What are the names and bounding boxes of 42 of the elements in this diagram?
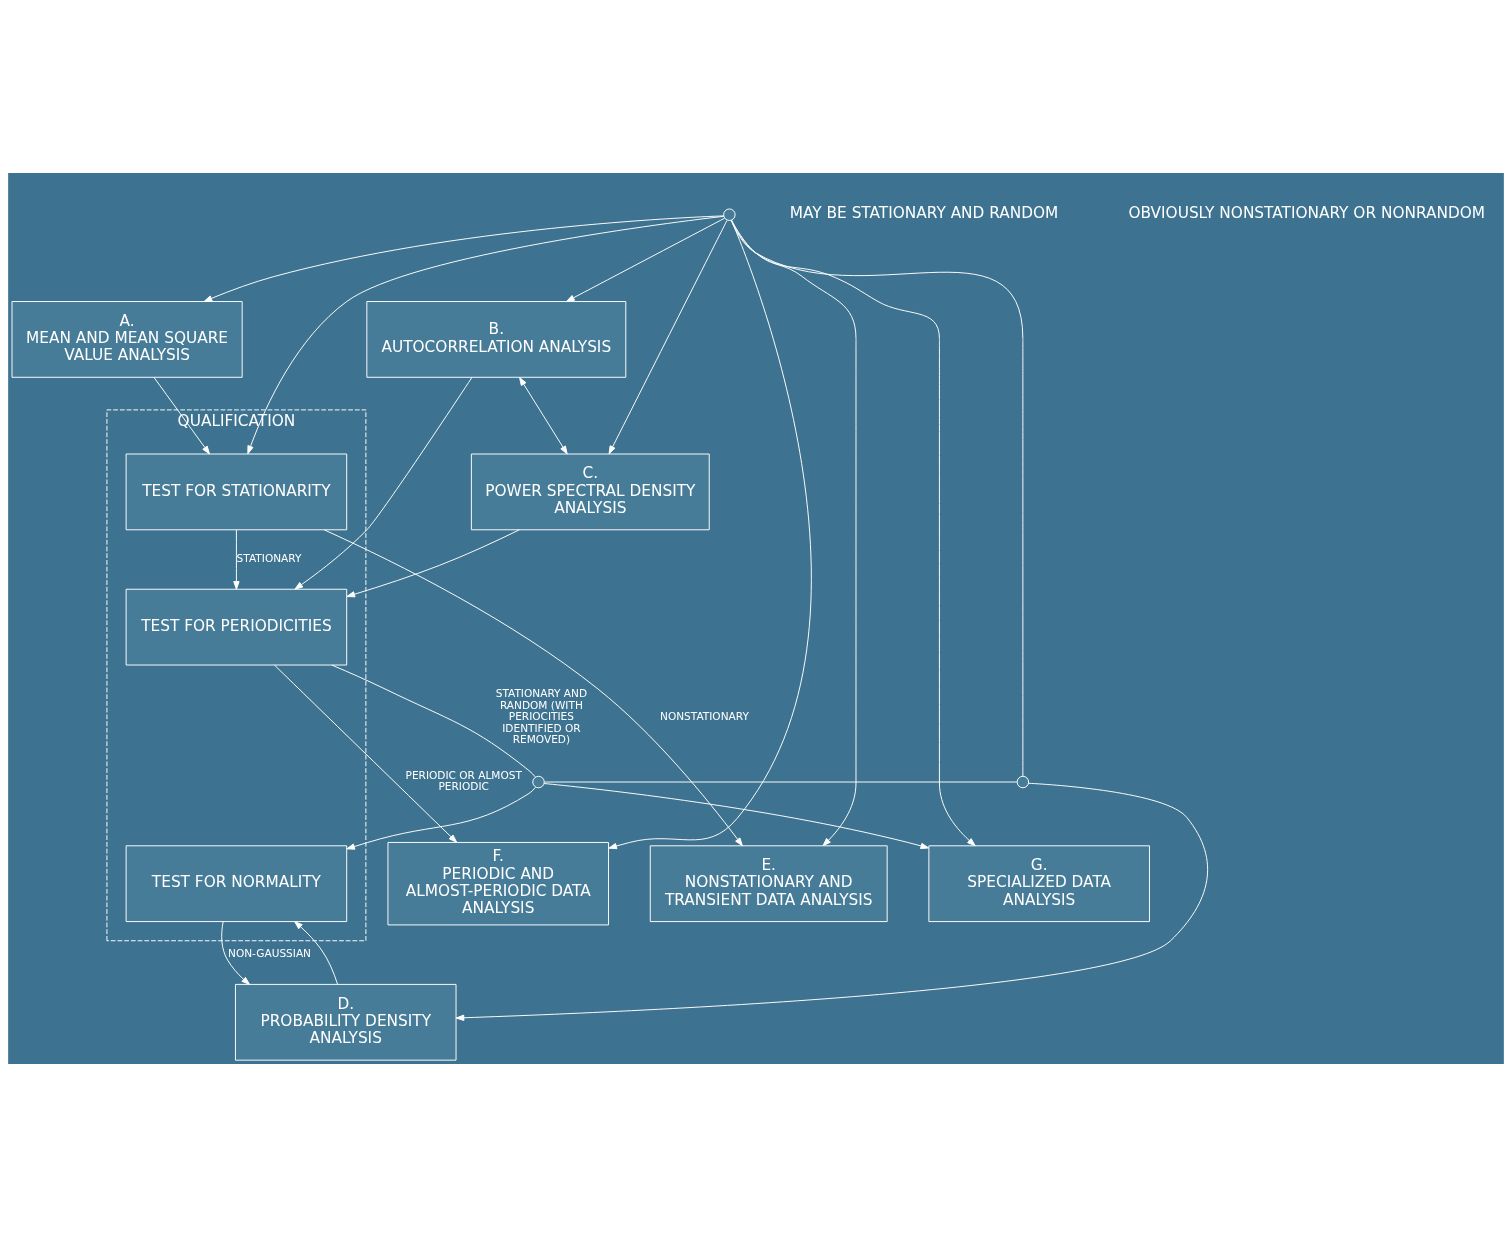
node-box: G. SPECIALIZED DATA ANALYSIS <box>928 845 1150 923</box>
node-circle <box>723 208 736 221</box>
edge-label: NONSTATIONARY <box>660 710 749 723</box>
node-box: E. NONSTATIONARY AND TRANSIENT DATA ANALYSIS <box>649 845 888 923</box>
node-box: TEST FOR PERIODICITIES <box>125 588 348 666</box>
node-box: D. PROBABILITY DENSITY ANALYSIS <box>234 983 457 1061</box>
node-circle <box>532 775 545 789</box>
connector <box>331 664 536 778</box>
arrow <box>294 921 339 985</box>
node-circle <box>1016 775 1030 789</box>
arrow <box>221 921 250 985</box>
arrow <box>608 220 728 455</box>
node-box: A. MEAN AND MEAN SQUARE VALUE ANALYSIS <box>11 301 243 378</box>
node-box: C. POWER SPECTRAL DENSITY ANALYSIS <box>470 453 710 531</box>
arrow <box>346 786 536 850</box>
edge-label: NON-GAUSSIAN <box>228 947 311 960</box>
node-box: F. PERIODIC AND ALMOST-PERIODIC DATA ANALYSIS <box>387 841 609 926</box>
arrow <box>608 219 812 850</box>
connector <box>730 219 1024 777</box>
edge-label: STATIONARY AND RANDOM (WITH PERIOCITIES IDENTIFIED OR REMOVED) <box>495 687 588 746</box>
connector <box>544 781 1018 783</box>
node-box: TEST FOR STATIONARITY <box>125 453 348 531</box>
arrow <box>543 783 930 850</box>
arrow <box>731 219 857 847</box>
arrow <box>346 529 520 598</box>
arrow <box>153 377 210 455</box>
arrow <box>274 664 458 843</box>
arrow <box>566 217 725 302</box>
edge-label: PERIODIC OR ALMOST PERIODIC <box>405 768 522 793</box>
arrow <box>323 529 743 847</box>
arrow <box>233 529 240 590</box>
edge-label: STATIONARY <box>236 552 302 565</box>
arrow <box>519 377 568 455</box>
arrow <box>294 377 473 590</box>
node-box: TEST FOR NORMALITY <box>125 845 348 923</box>
arrow <box>455 782 1209 1021</box>
arrow <box>247 215 725 455</box>
arrow <box>730 219 976 847</box>
label: OBVIOUSLY NONSTATIONARY OR NONRANDOM <box>1128 204 1486 223</box>
node-box: B. AUTOCORRELATION ANALYSIS <box>366 301 627 378</box>
label: MAY BE STATIONARY AND RANDOM <box>789 204 1059 223</box>
arrow <box>203 215 725 302</box>
